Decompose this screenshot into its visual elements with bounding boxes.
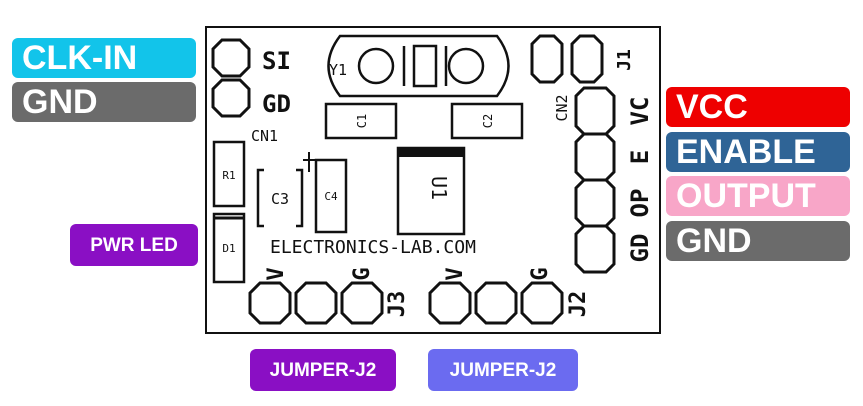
j2-text: J2: [566, 291, 591, 318]
vcc-label: VCC: [666, 87, 850, 127]
cn1-si-text: SI: [262, 47, 291, 75]
j2-pad-2: [474, 281, 518, 325]
brand-text: ELECTRONICS-LAB.COM: [270, 237, 476, 258]
r1-text: R1: [222, 169, 235, 182]
j3-v-text: V: [264, 267, 289, 280]
r1-outline: [212, 140, 246, 208]
y1-body: [412, 44, 438, 88]
j1-pad-1: [530, 34, 564, 84]
c4-outline: [314, 158, 348, 234]
cn2-pad-gd: [574, 224, 616, 274]
enable-label: ENABLE: [666, 132, 850, 172]
c2-outline: [450, 102, 524, 140]
cn2-text: CN2: [553, 94, 571, 121]
u1-tab: [398, 148, 464, 157]
clk-in-label: CLK-IN: [12, 38, 196, 78]
y1-text: Y1: [329, 61, 347, 79]
j2-g-text: G: [528, 267, 553, 280]
pwr-led-label: PWR LED: [70, 224, 198, 266]
c1-text: C1: [355, 114, 369, 128]
j1-text: J1: [614, 49, 635, 71]
u1-text: U1: [427, 176, 451, 200]
j3-text: J3: [385, 291, 410, 318]
cn1-gd-text: GD: [262, 90, 291, 118]
cn1-pad-gd: [211, 78, 251, 118]
y1-outline: [327, 34, 510, 98]
j3-g-text: G: [350, 267, 375, 280]
cn2-e-text: E: [626, 150, 654, 164]
y1-pad-left: [357, 47, 395, 85]
j2-v-text: V: [443, 267, 468, 280]
j1-pad-2: [570, 34, 604, 84]
gnd-left-label: GND: [12, 82, 196, 122]
gnd-right-label: GND: [666, 221, 850, 261]
d1-text: D1: [222, 242, 235, 255]
c4-text: C4: [324, 190, 338, 203]
jumper-j3-label: JUMPER-J2: [250, 349, 396, 391]
cn2-op-text: OP: [626, 189, 654, 218]
c1-outline: [324, 102, 398, 140]
j2-pad-3: [520, 281, 564, 325]
cn2-vc-text: VC: [626, 97, 654, 126]
j2-pad-1: [428, 281, 472, 325]
j3-pad-3: [340, 281, 384, 325]
jumper-j2-label: JUMPER-J2: [428, 349, 578, 391]
j3-pad-2: [294, 281, 338, 325]
output-label: OUTPUT: [666, 176, 850, 216]
c2-text: C2: [481, 114, 495, 128]
c3-bracket-right: [296, 168, 304, 228]
y1-pad-right: [447, 47, 485, 85]
j3-pad-1: [248, 281, 292, 325]
d1-outline: [212, 212, 246, 284]
cn2-gd-text: GD: [626, 234, 654, 263]
cn1-text: CN1: [251, 127, 278, 145]
cn1-pad-si: [211, 38, 251, 78]
c3-bracket-left: [256, 168, 264, 228]
c3-text: C3: [271, 190, 289, 208]
